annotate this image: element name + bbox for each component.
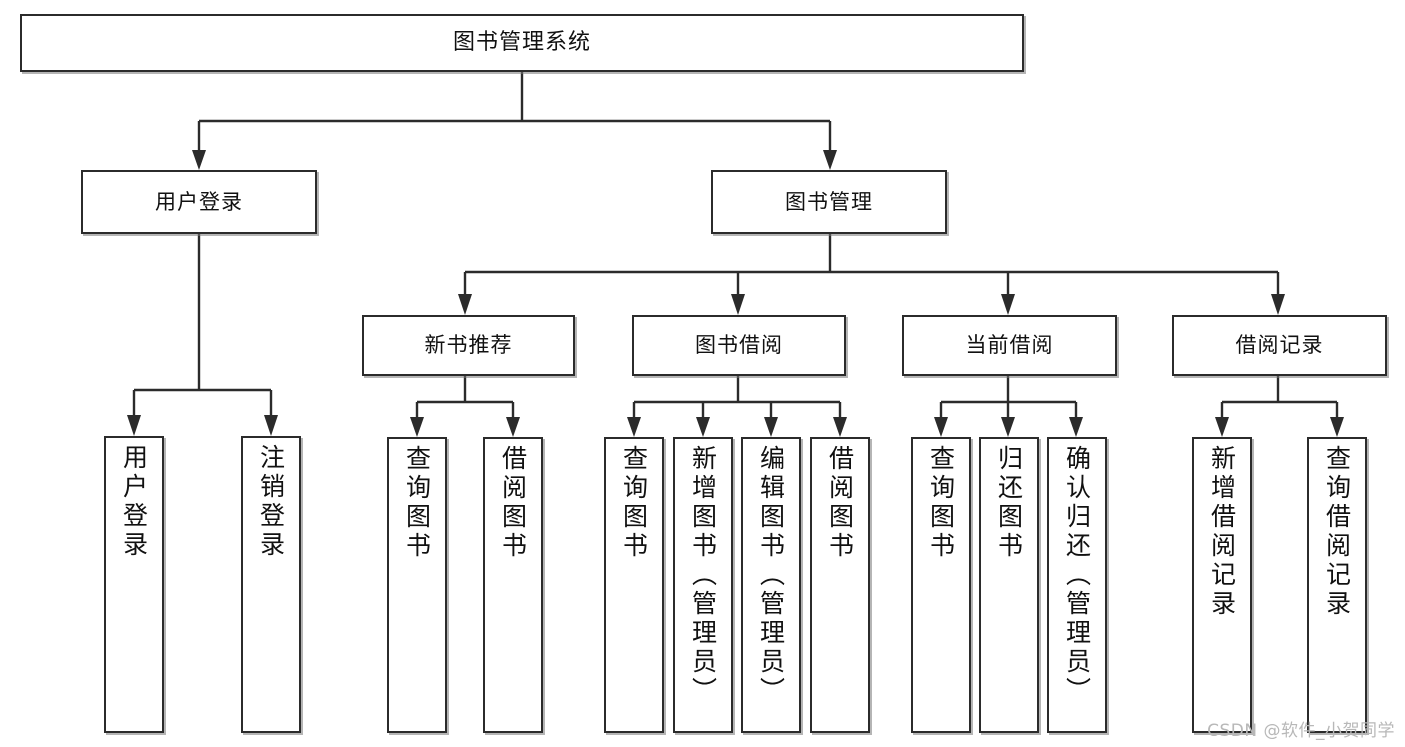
node-leaf-return-book-label: 归还图书	[994, 445, 1024, 561]
node-leaf-confirm-return-label: 确认归还（管理员）	[1062, 445, 1092, 706]
node-root[interactable]: 图书管理系统	[20, 14, 1024, 72]
node-book-manage[interactable]: 图书管理	[711, 170, 947, 234]
node-root-label: 图书管理系统	[452, 30, 591, 56]
node-leaf-query-book-3-label: 查询图书	[926, 445, 956, 561]
node-new-book-recommend[interactable]: 新书推荐	[362, 315, 575, 376]
watermark: CSDN @软件_小贺同学	[1207, 721, 1395, 741]
node-leaf-return-book[interactable]: 归还图书	[979, 437, 1039, 733]
node-leaf-borrow-book-1[interactable]: 借阅图书	[483, 437, 543, 733]
node-leaf-query-book-2-label: 查询图书	[619, 445, 649, 561]
node-borrow-record-label: 借阅记录	[1235, 333, 1324, 358]
node-borrow-record[interactable]: 借阅记录	[1172, 315, 1387, 376]
node-leaf-logout-label: 注销登录	[256, 444, 286, 560]
node-leaf-borrow-book-2[interactable]: 借阅图书	[810, 437, 870, 733]
node-current-borrow[interactable]: 当前借阅	[902, 315, 1117, 376]
node-leaf-query-book-1[interactable]: 查询图书	[387, 437, 447, 733]
node-leaf-borrow-book-2-label: 借阅图书	[825, 445, 855, 561]
node-book-borrow[interactable]: 图书借阅	[632, 315, 846, 376]
node-user-login-label: 用户登录	[155, 189, 243, 214]
node-book-borrow-label: 图书借阅	[695, 333, 783, 358]
node-leaf-add-record[interactable]: 新增借阅记录	[1192, 437, 1252, 733]
node-leaf-query-record-label: 查询借阅记录	[1322, 445, 1352, 619]
node-new-book-recommend-label: 新书推荐	[424, 333, 513, 358]
node-leaf-query-record[interactable]: 查询借阅记录	[1307, 437, 1367, 733]
node-leaf-query-book-1-label: 查询图书	[402, 445, 432, 561]
node-leaf-user-login-label: 用户登录	[119, 444, 149, 560]
node-leaf-confirm-return[interactable]: 确认归还（管理员）	[1047, 437, 1107, 733]
node-leaf-add-book[interactable]: 新增图书（管理员）	[673, 437, 733, 733]
node-leaf-borrow-book-1-label: 借阅图书	[498, 445, 528, 561]
node-current-borrow-label: 当前借阅	[965, 333, 1054, 358]
node-leaf-logout[interactable]: 注销登录	[241, 436, 301, 733]
node-leaf-query-book-3[interactable]: 查询图书	[911, 437, 971, 733]
node-user-login[interactable]: 用户登录	[81, 170, 317, 234]
node-leaf-edit-book[interactable]: 编辑图书（管理员）	[741, 437, 801, 733]
node-leaf-edit-book-label: 编辑图书（管理员）	[756, 445, 786, 706]
node-book-manage-label: 图书管理	[785, 189, 873, 214]
node-leaf-add-record-label: 新增借阅记录	[1207, 445, 1237, 619]
node-leaf-user-login[interactable]: 用户登录	[104, 436, 164, 733]
node-leaf-query-book-2[interactable]: 查询图书	[604, 437, 664, 733]
node-leaf-add-book-label: 新增图书（管理员）	[688, 445, 718, 706]
